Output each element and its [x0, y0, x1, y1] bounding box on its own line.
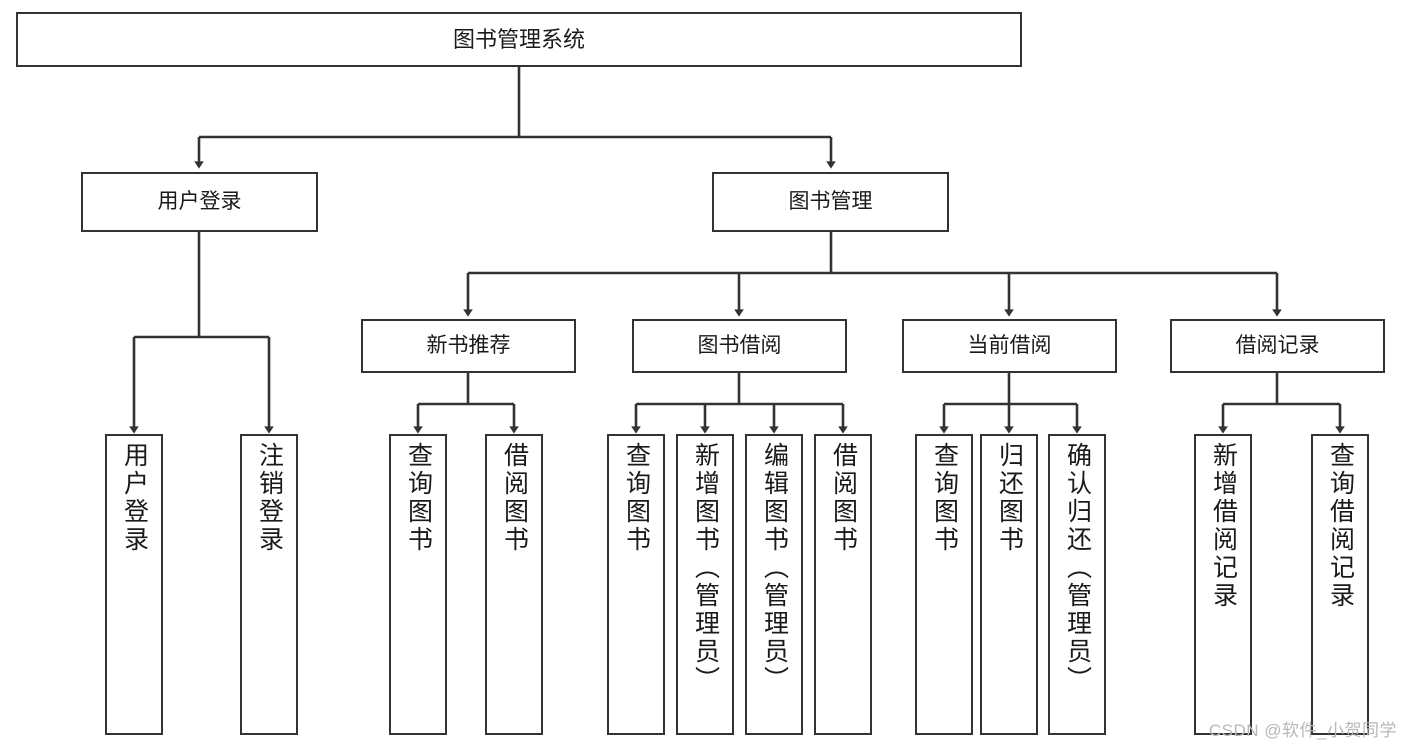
leaf-current-borrow-return[interactable]: 归还图书 [980, 434, 1038, 735]
node-label: 借阅图书 [500, 442, 529, 554]
node-root-system[interactable]: 图书管理系统 [16, 12, 1022, 67]
node-label: 查询借阅记录 [1326, 442, 1355, 610]
node-label: 用户登录 [157, 189, 242, 213]
node-label: 新书推荐 [426, 333, 511, 357]
leaf-book-borrow-query[interactable]: 查询图书 [607, 434, 665, 735]
leaf-borrow-record-query[interactable]: 查询借阅记录 [1311, 434, 1369, 735]
node-label: 图书管理 [788, 189, 873, 213]
node-label: 查询图书 [622, 442, 651, 554]
leaf-book-borrow-edit[interactable]: 编辑图书（管理员） [745, 434, 803, 735]
node-label: 查询图书 [930, 442, 959, 554]
node-label: 注销登录 [255, 442, 284, 554]
node-label: 编辑图书（管理员） [760, 442, 789, 694]
node-book-borrow[interactable]: 图书借阅 [632, 319, 847, 373]
node-new-book-recommend[interactable]: 新书推荐 [361, 319, 576, 373]
node-label: 借阅图书 [829, 442, 858, 554]
node-label: 当前借阅 [967, 333, 1052, 357]
leaf-book-borrow-borrow[interactable]: 借阅图书 [814, 434, 872, 735]
node-label: 图书借阅 [697, 333, 782, 357]
leaf-user-login-logout[interactable]: 注销登录 [240, 434, 298, 735]
leaf-new-book-borrow[interactable]: 借阅图书 [485, 434, 543, 735]
node-label: 查询图书 [404, 442, 433, 554]
node-label: 图书管理系统 [452, 26, 585, 52]
leaf-current-borrow-confirm-return[interactable]: 确认归还（管理员） [1048, 434, 1106, 735]
node-label: 新增图书（管理员） [691, 442, 720, 694]
node-current-borrow[interactable]: 当前借阅 [902, 319, 1117, 373]
node-user-login[interactable]: 用户登录 [81, 172, 318, 232]
node-label: 确认归还（管理员） [1063, 442, 1092, 694]
node-borrow-record[interactable]: 借阅记录 [1170, 319, 1385, 373]
node-label: 借阅记录 [1235, 333, 1320, 357]
node-book-management[interactable]: 图书管理 [712, 172, 949, 232]
leaf-book-borrow-add[interactable]: 新增图书（管理员） [676, 434, 734, 735]
leaf-new-book-query[interactable]: 查询图书 [389, 434, 447, 735]
node-label: 新增借阅记录 [1209, 442, 1238, 610]
node-label: 归还图书 [995, 442, 1024, 554]
leaf-user-login-login[interactable]: 用户登录 [105, 434, 163, 735]
node-label: 用户登录 [120, 442, 149, 554]
leaf-current-borrow-query[interactable]: 查询图书 [915, 434, 973, 735]
watermark-text: CSDN @软件_小贺同学 [1208, 721, 1397, 740]
leaf-borrow-record-add[interactable]: 新增借阅记录 [1194, 434, 1252, 735]
